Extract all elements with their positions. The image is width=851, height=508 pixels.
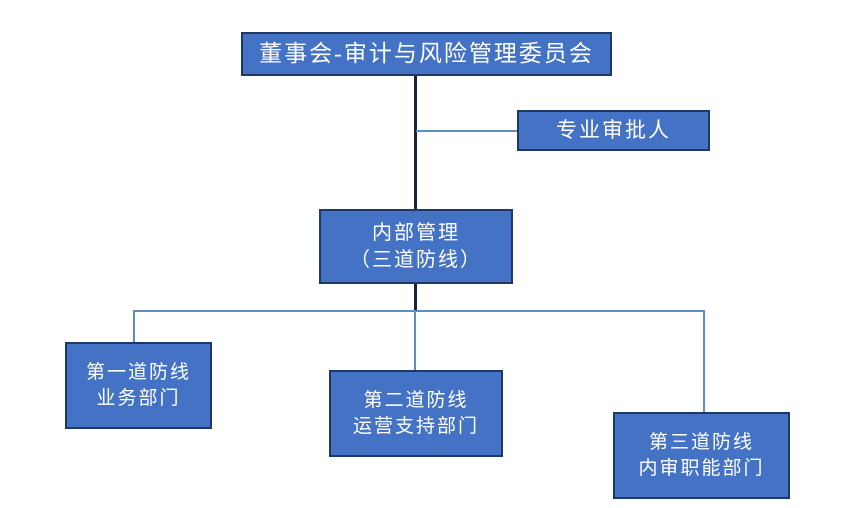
node-professional-approver[interactable]: 专业审批人 <box>517 110 710 151</box>
node-internal-management-line-2: （三道防线） <box>350 248 482 271</box>
connector-trunk-to-approver <box>416 130 518 132</box>
connector-bus-to-line-of-defence-1 <box>133 310 135 343</box>
node-internal-management[interactable]: 内部管理 （三道防线） <box>319 209 513 284</box>
connector-bus-to-line-of-defence-2 <box>414 310 416 371</box>
node-line-of-defence-2-line-2: 运营支持部门 <box>352 415 479 437</box>
node-line-of-defence-3-line-1: 第三道防线 <box>648 432 754 454</box>
node-line-of-defence-2[interactable]: 第二道防线 运营支持部门 <box>329 370 503 457</box>
node-line-of-defence-3-line-2: 内审职能部门 <box>638 457 765 479</box>
node-approver-line-1: 专业审批人 <box>556 117 671 142</box>
node-board-line-1: 董事会-审计与风险管理委员会 <box>259 40 594 66</box>
node-board-audit-risk-committee[interactable]: 董事会-审计与风险管理委员会 <box>241 32 612 76</box>
connector-distribution-bus <box>133 310 704 312</box>
node-line-of-defence-3[interactable]: 第三道防线 内审职能部门 <box>613 412 790 499</box>
node-internal-management-line-1: 内部管理 <box>372 222 460 245</box>
connector-board-to-internal-management <box>414 76 417 210</box>
node-line-of-defence-1-line-1: 第一道防线 <box>85 362 191 384</box>
node-line-of-defence-2-line-1: 第二道防线 <box>363 390 469 412</box>
connector-internal-management-to-bus <box>414 283 417 311</box>
node-line-of-defence-1-line-2: 业务部门 <box>96 387 181 409</box>
connector-bus-to-line-of-defence-3 <box>703 310 705 413</box>
node-line-of-defence-1[interactable]: 第一道防线 业务部门 <box>65 342 212 429</box>
